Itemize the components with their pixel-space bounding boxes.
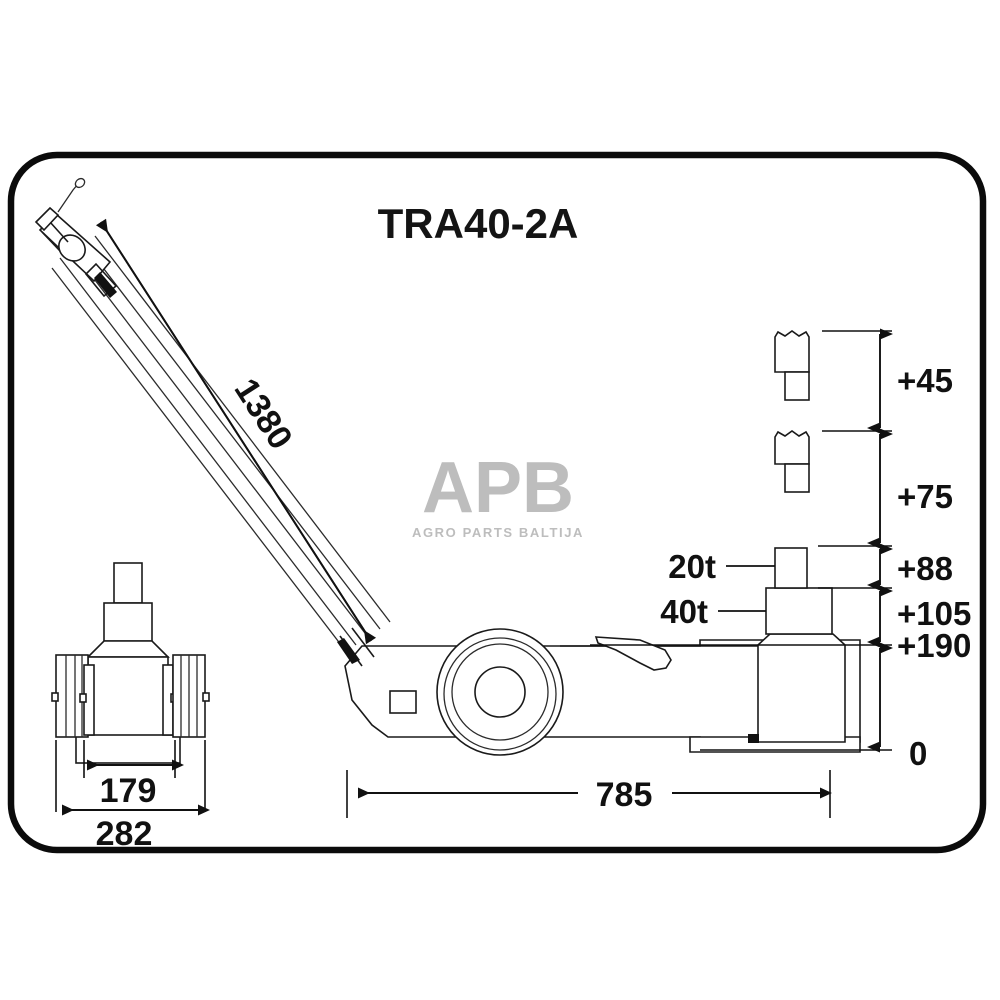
jack-front-view — [51, 562, 210, 764]
dimension-785: 785 — [346, 770, 832, 818]
dimension-179: 179 — [83, 740, 184, 810]
dimension-plus45-label: +45 — [897, 362, 953, 399]
dimension-plus88-label: +88 — [897, 550, 953, 587]
ram-stage-20t — [774, 547, 808, 589]
front-base-plate — [75, 734, 181, 764]
front-saddle-block — [103, 602, 153, 642]
capacity-20t-label: 20t — [668, 548, 716, 585]
dimension-282-label: 282 — [96, 815, 153, 853]
ram-base-key — [748, 734, 759, 743]
watermark-logo-text: APB — [422, 448, 574, 528]
page-title: TRA40-2A — [378, 200, 579, 247]
dimension-785-label: 785 — [596, 776, 653, 814]
dimension-282: 282 — [55, 740, 210, 853]
dimension-zero-label: 0 — [909, 735, 927, 772]
watermark-tagline: AGRO PARTS BALTIJA — [412, 525, 584, 540]
telescopic-ram — [748, 547, 846, 743]
capacity-40t-label: 40t — [660, 593, 708, 630]
height-dimension-stack: +45 +75 +88 +105 +190 0 — [590, 328, 971, 772]
front-saddle-post — [113, 562, 143, 604]
front-body-box — [87, 656, 169, 741]
dimension-plus105-label: +105 — [897, 595, 971, 632]
boom-head — [34, 177, 118, 298]
drawing-frame — [7, 151, 987, 854]
ram-stage-main — [757, 633, 846, 743]
front-chamfer — [86, 640, 170, 658]
saddle-upper — [774, 330, 810, 401]
dimension-plus75-label: +75 — [897, 478, 953, 515]
watermark-logo: APB AGRO PARTS BALTIJA — [412, 448, 584, 540]
extension-saddles — [774, 330, 810, 493]
front-wheel-right — [172, 654, 210, 738]
boom-handle-arm — [34, 177, 391, 667]
dimension-plus190-label: +190 — [897, 627, 971, 664]
ram-stage-40t — [765, 587, 833, 635]
front-hub-left — [79, 664, 95, 736]
dimension-179-label: 179 — [100, 772, 157, 810]
chassis-square-detail — [389, 690, 417, 714]
rear-wheel — [436, 628, 564, 756]
saddle-lower — [774, 430, 810, 493]
capacity-callouts: 20t 40t — [660, 548, 775, 630]
